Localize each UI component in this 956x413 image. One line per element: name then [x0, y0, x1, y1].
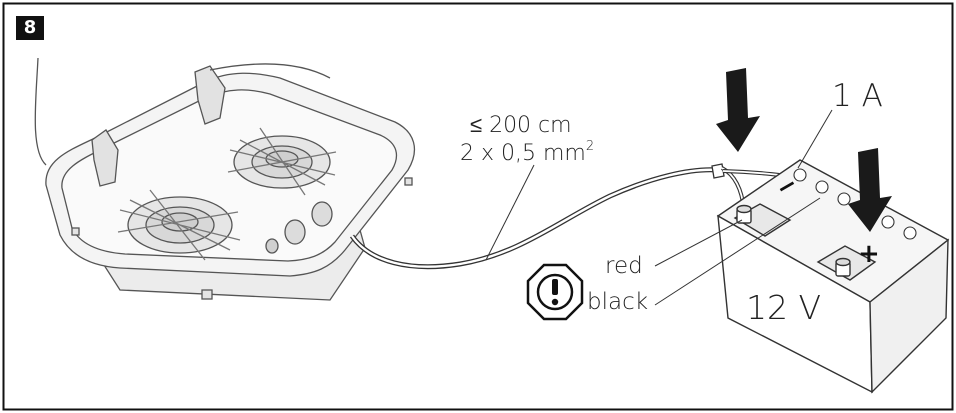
red-wire-label: red — [605, 253, 643, 279]
battery-12v — [716, 159, 950, 394]
cable-spec-superscript: 2 — [585, 139, 595, 154]
leader-lines — [485, 109, 833, 306]
battery-plus-sign: + — [858, 239, 880, 269]
down-arrow-icon — [716, 68, 760, 152]
battery-voltage-label: 12 V — [746, 288, 822, 327]
black-wire-label: black — [587, 289, 649, 315]
power-cable — [349, 167, 719, 270]
fuse-label: 1 A — [832, 78, 883, 114]
cable-length-label: ≤ 200 cm — [470, 113, 572, 138]
step-number-badge: 8 — [16, 16, 44, 40]
warning-icon — [526, 263, 584, 321]
down-arrow-icon — [848, 148, 892, 232]
cable-spec-base: 2 x 0,5 mm — [460, 141, 586, 166]
gas-hob-unit — [34, 57, 416, 301]
cable-spec-label: 2 x 0,5 mm2 — [460, 139, 595, 166]
